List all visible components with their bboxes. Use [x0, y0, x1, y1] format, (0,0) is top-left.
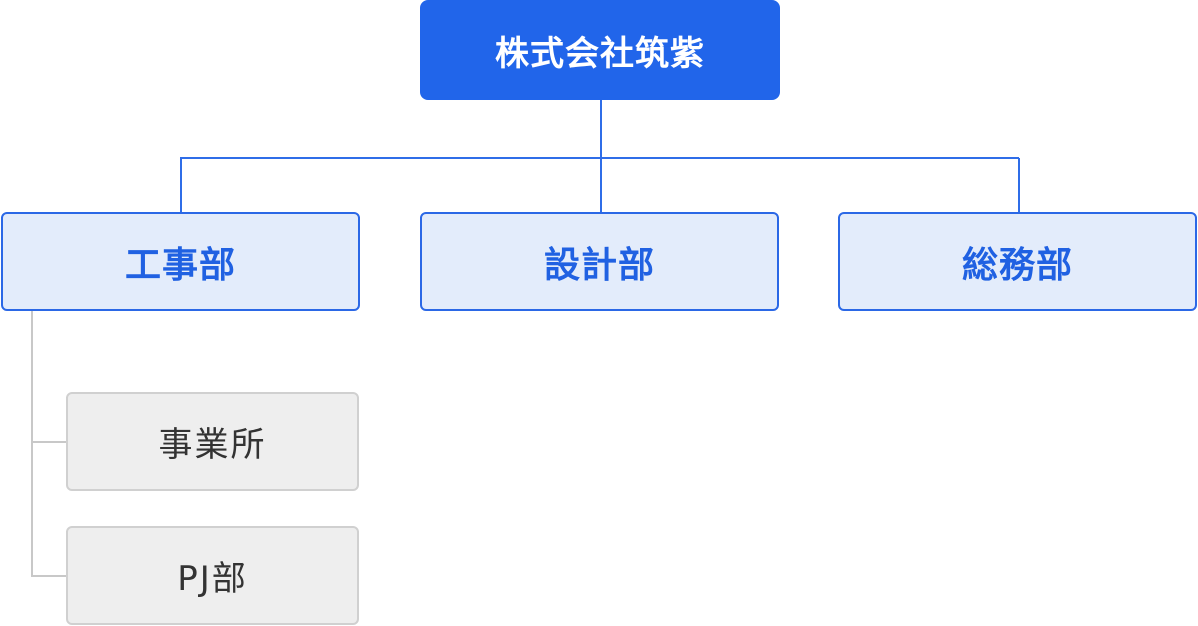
org-root-node: 株式会社筑紫: [420, 0, 780, 100]
sub-unit-label: PJ部: [177, 559, 248, 599]
dept-node-construction: 工事部: [1, 212, 360, 311]
dept-label: 設計部: [543, 244, 655, 286]
sub-node-office: 事業所: [66, 392, 359, 491]
dept-node-general-affairs: 総務部: [838, 212, 1197, 311]
dept-label: 工事部: [124, 244, 236, 286]
sub-node-pj: PJ部: [66, 526, 359, 625]
org-root-label: 株式会社筑紫: [495, 33, 705, 74]
dept-label: 総務部: [961, 244, 1073, 286]
sub-unit-label: 事業所: [158, 425, 267, 465]
dept-node-design: 設計部: [420, 212, 779, 311]
